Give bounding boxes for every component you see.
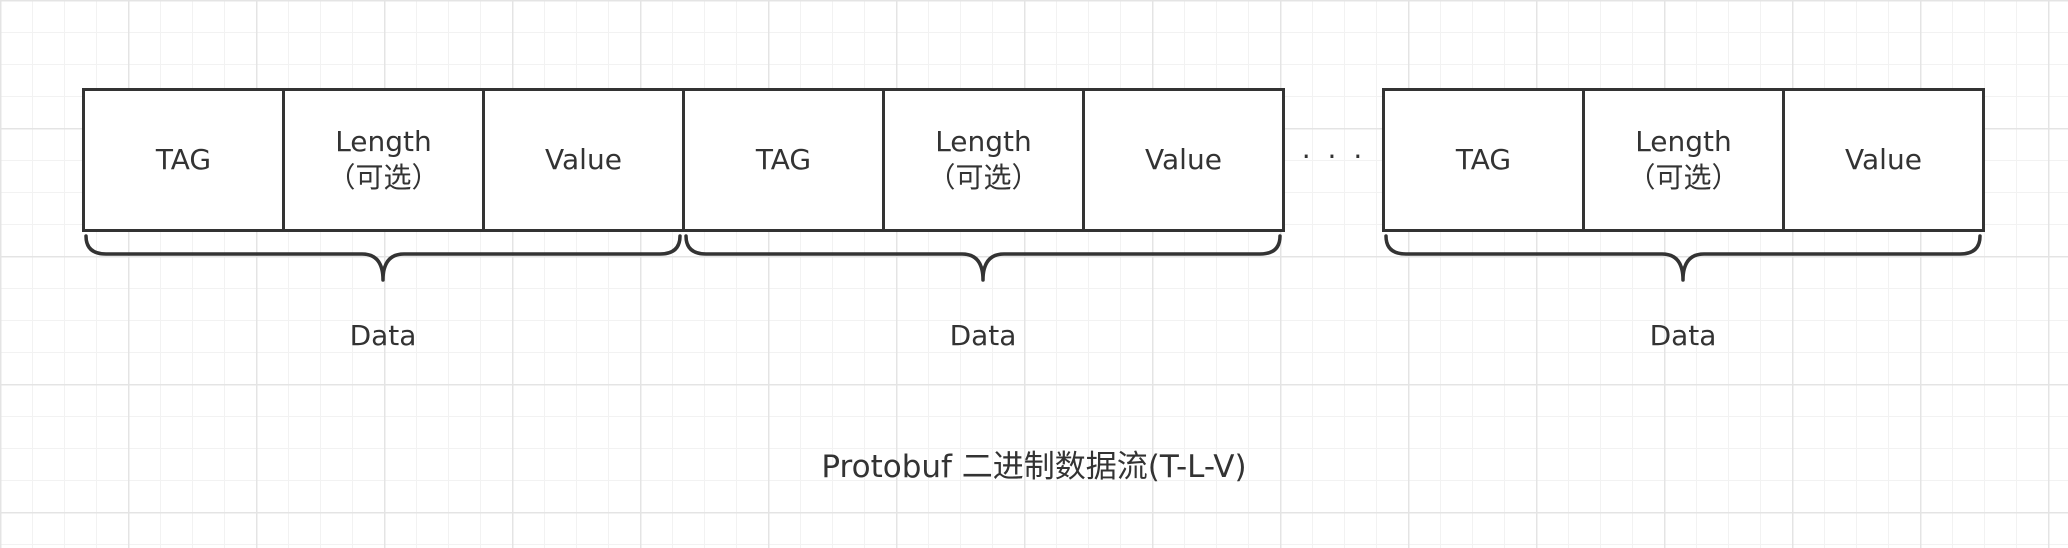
value-field-label: Value [545,143,622,176]
length-field-label: Length [335,125,432,158]
tlv-group-2: TAG Length （可选） Value [682,88,1285,232]
length-field: Length （可选） [1585,91,1785,229]
length-field-optional-note: （可选） [1627,161,1740,194]
value-field: Value [1085,91,1282,229]
value-field: Value [1785,91,1982,229]
data-label-1: Data [349,319,417,352]
tlv-group-3: TAG Length （可选） Value [1382,88,1985,232]
length-field-label: Length [1635,125,1732,158]
tag-field-label: TAG [755,143,812,176]
value-field-label: Value [1845,143,1922,176]
value-field-label: Value [1145,143,1222,176]
curly-brace-1 [84,234,682,282]
length-field-label: Length [935,125,1032,158]
data-label-2: Data [949,319,1017,352]
tag-field-label: TAG [155,143,212,176]
tag-field: TAG [1385,91,1585,229]
tag-field: TAG [85,91,285,229]
tag-field: TAG [685,91,885,229]
tlv-group-1: TAG Length （可选） Value [82,88,685,232]
data-label-3: Data [1649,319,1717,352]
curly-brace-3 [1384,234,1982,282]
diagram-caption: Protobuf 二进制数据流(T-L-V) [821,449,1247,485]
curly-brace-2 [684,234,1282,282]
length-field-optional-note: （可选） [927,161,1040,194]
tag-field-label: TAG [1455,143,1512,176]
length-field-optional-note: （可选） [327,161,440,194]
length-field: Length （可选） [885,91,1085,229]
length-field: Length （可选） [285,91,485,229]
value-field: Value [485,91,682,229]
continuation-ellipsis: · · · [1301,140,1367,173]
